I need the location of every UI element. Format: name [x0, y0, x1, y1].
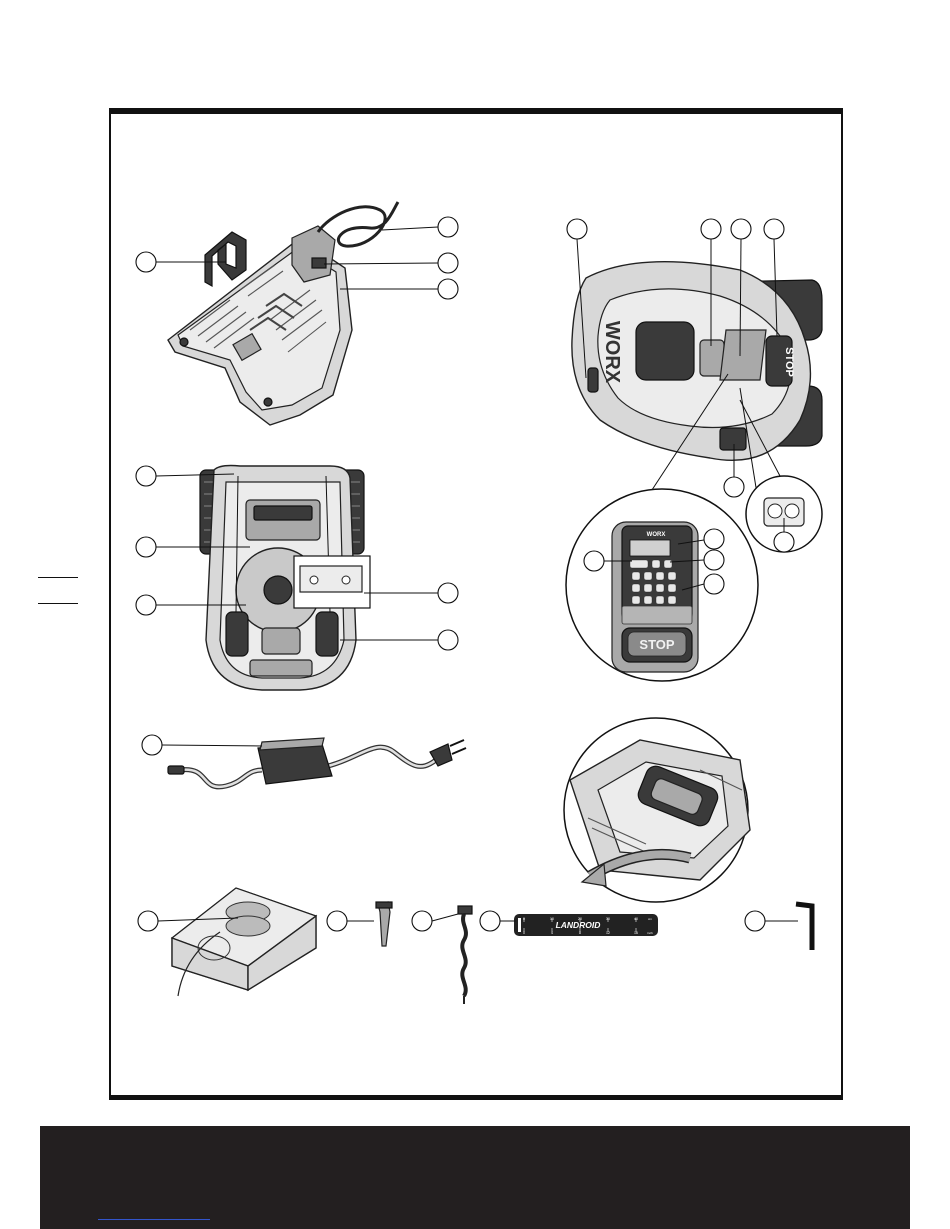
mower-brand-text: WORX	[601, 321, 623, 384]
ruler-bottom-tick: 8	[579, 931, 581, 935]
ruler-top-tick: 30	[606, 917, 610, 921]
ruler-top-tick: 40	[634, 917, 638, 921]
callout-marker	[724, 477, 744, 497]
callout-marker	[438, 279, 458, 299]
grass-pad	[172, 888, 316, 996]
callout-marker	[438, 583, 458, 603]
callout-marker	[480, 911, 500, 931]
ruler-top-tick: 0	[523, 917, 525, 921]
mower-underside	[200, 466, 370, 691]
callout-marker	[327, 911, 347, 931]
callout-marker	[438, 253, 458, 273]
ruler-top-tick: 10	[550, 917, 554, 921]
callout-marker	[136, 595, 156, 615]
callout-marker	[136, 252, 156, 272]
callout-marker	[704, 574, 724, 594]
charging-base	[168, 202, 398, 425]
callout-marker	[745, 911, 765, 931]
ruler-bottom-tick: 4	[551, 931, 553, 935]
callout-marker	[138, 911, 158, 931]
ruler-bottom-tick: 16	[634, 931, 638, 935]
callout-marker	[584, 551, 604, 571]
callout-marker	[412, 911, 432, 931]
callout-marker	[701, 219, 721, 239]
callout-marker	[438, 630, 458, 650]
mower-top-view: STOP WORX	[572, 262, 822, 461]
ruler-brand-label: LANDROID	[556, 920, 601, 930]
ruler-bottom-tick: 12	[606, 931, 610, 935]
cover-removal-view	[564, 718, 750, 902]
callout-marker	[142, 735, 162, 755]
keypad-stop-label: STOP	[639, 637, 674, 652]
callout-marker	[731, 219, 751, 239]
callout-marker	[704, 529, 724, 549]
ruler-top-tick: 20	[578, 917, 582, 921]
callout-marker	[764, 219, 784, 239]
callout-marker	[704, 550, 724, 570]
hex-key	[796, 904, 812, 950]
wire-peg	[376, 902, 392, 946]
callout-marker	[136, 466, 156, 486]
ruler-unit-top: cm	[648, 917, 653, 921]
keypad-brand-text: WORX	[647, 532, 666, 538]
distance-ruler: LANDROID 0 10 20 30 40 0 4 8 12 16 cm in…	[514, 914, 658, 936]
ruler-bottom-tick: 0	[523, 931, 525, 935]
mower-stop-label: STOP	[783, 347, 795, 377]
callout-marker	[136, 537, 156, 557]
spiral-stake	[458, 906, 472, 1004]
callout-marker	[774, 532, 794, 552]
callout-marker	[567, 219, 587, 239]
callout-marker	[438, 217, 458, 237]
ruler-unit-bottom: inch	[647, 931, 653, 935]
